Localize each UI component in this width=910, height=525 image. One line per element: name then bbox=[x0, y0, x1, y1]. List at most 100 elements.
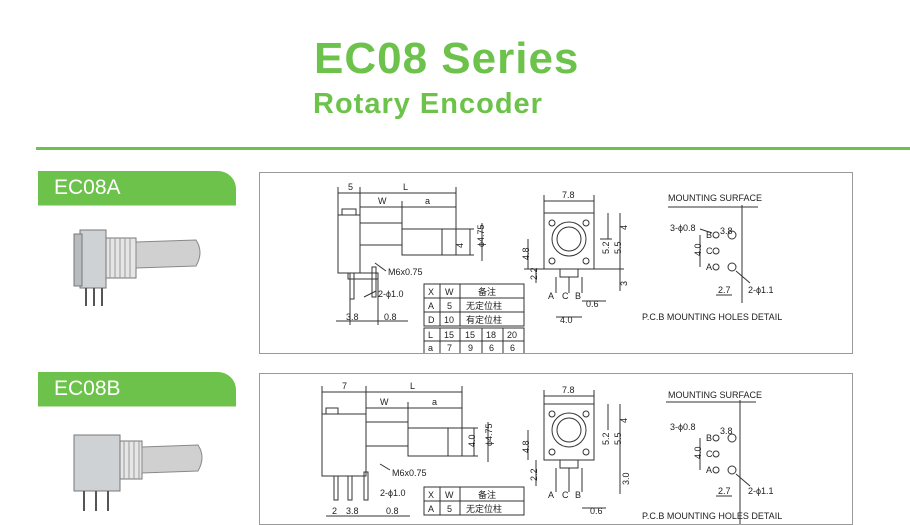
holes-3-label: 3-ϕ0.8 bbox=[670, 223, 696, 233]
dim-a: a bbox=[425, 196, 430, 206]
section-divider bbox=[38, 406, 236, 407]
dim-7-8: 7.8 bbox=[562, 190, 575, 200]
dim-2-7: 2.7 bbox=[718, 486, 731, 496]
pin-C: C bbox=[562, 490, 569, 500]
header-divider bbox=[36, 147, 910, 150]
table-cell: 15 bbox=[465, 330, 475, 340]
holes-2-label: 2-ϕ1.1 bbox=[748, 285, 774, 295]
section-tab-ec08b: EC08B bbox=[38, 372, 236, 406]
dim-0-8: 0.8 bbox=[384, 312, 397, 322]
hole-A: A bbox=[706, 262, 712, 272]
table-cell: A bbox=[428, 301, 434, 311]
dimension-table-a: X W 备注 A 5 无定位柱 D 10 有定位柱 L 15 15 18 20 … bbox=[423, 283, 525, 353]
dim-5-2: 5.2 bbox=[601, 241, 611, 254]
table-cell: 6 bbox=[510, 343, 515, 353]
table-cell: L bbox=[428, 330, 433, 340]
drawing-panel-b: 7 L W a 4.0 ϕ4.75 M6x0.75 2-ϕ1.0 2 3.8 0… bbox=[259, 373, 853, 525]
dim-2: 2 bbox=[332, 506, 337, 516]
pin-B: B bbox=[575, 291, 581, 301]
table-cell: 10 bbox=[444, 315, 454, 325]
dim-4: 4 bbox=[455, 243, 465, 248]
dim-phi: ϕ4.75 bbox=[476, 224, 486, 247]
table-cell: 无定位柱 bbox=[466, 503, 502, 514]
dim-5: 5 bbox=[348, 182, 353, 192]
dim-2-7: 2.7 bbox=[718, 285, 731, 295]
table-cell: 有定位柱 bbox=[466, 314, 502, 325]
encoder-photo-b bbox=[73, 434, 203, 511]
table-cell: X bbox=[428, 287, 434, 297]
dim-L: L bbox=[403, 182, 408, 192]
dim-a: a bbox=[432, 397, 437, 407]
dim-3: 3 bbox=[619, 281, 629, 286]
dim-4-0: 4.0 bbox=[693, 446, 703, 459]
dim-W: W bbox=[378, 196, 387, 206]
dim-4-0: 4.0 bbox=[467, 434, 477, 447]
mounting-surface-label: MOUNTING SURFACE bbox=[668, 193, 762, 203]
table-cell: 20 bbox=[507, 330, 517, 340]
dim-5-5: 5.5 bbox=[613, 241, 623, 254]
hole-B: B bbox=[706, 433, 712, 443]
table-cell: W bbox=[445, 490, 454, 500]
pcb-detail-caption: P.C.B MOUNTING HOLES DETAIL bbox=[642, 312, 782, 322]
table-cell: 备注 bbox=[478, 489, 496, 500]
dim-3-0: 3.0 bbox=[621, 472, 631, 485]
page-title: EC08 Series bbox=[314, 34, 580, 83]
section-divider bbox=[38, 205, 236, 206]
dim-4-0: 4.0 bbox=[560, 315, 573, 325]
table-cell: 5 bbox=[447, 301, 452, 311]
pin-B: B bbox=[575, 490, 581, 500]
mounting-surface-label: MOUNTING SURFACE bbox=[668, 390, 762, 400]
dim-4: 4 bbox=[619, 225, 629, 230]
pin-A: A bbox=[548, 291, 554, 301]
hole-A: A bbox=[706, 465, 712, 475]
dim-0-8: 0.8 bbox=[386, 506, 399, 516]
table-cell: 18 bbox=[486, 330, 496, 340]
table-cell: 15 bbox=[444, 330, 454, 340]
hole-C: C bbox=[706, 449, 713, 459]
table-cell: 备注 bbox=[478, 286, 496, 297]
dim-2-2: 2.2 bbox=[529, 267, 539, 280]
dim-7: 7 bbox=[342, 381, 347, 391]
dim-0-6: 0.6 bbox=[586, 299, 599, 309]
table-cell: a bbox=[428, 343, 433, 353]
dim-7-8: 7.8 bbox=[562, 385, 575, 395]
table-cell: 5 bbox=[447, 504, 452, 514]
table-cell: X bbox=[428, 490, 434, 500]
dim-2-2: 2.2 bbox=[529, 468, 539, 481]
dim-4-8: 4.8 bbox=[521, 440, 531, 453]
thread-label: M6x0.75 bbox=[388, 267, 423, 277]
dim-5-2: 5.2 bbox=[601, 432, 611, 445]
dim-4-0: 4.0 bbox=[693, 243, 703, 256]
technical-drawing-a: 5 L W a 4 ϕ4.75 M6x0.75 2-ϕ1.0 3.8 0.8 X… bbox=[336, 182, 782, 353]
table-cell: W bbox=[445, 287, 454, 297]
table-cell: 无定位柱 bbox=[466, 300, 502, 311]
drawing-panel-a: 5 L W a 4 ϕ4.75 M6x0.75 2-ϕ1.0 3.8 0.8 X… bbox=[259, 172, 853, 354]
dim-3-8: 3.8 bbox=[720, 426, 733, 436]
pin-A: A bbox=[548, 490, 554, 500]
dim-W: W bbox=[380, 397, 389, 407]
pin-label: 2-ϕ1.0 bbox=[378, 289, 404, 299]
hole-C: C bbox=[706, 246, 713, 256]
dim-4: 4 bbox=[619, 418, 629, 423]
table-cell: D bbox=[428, 315, 435, 325]
dim-phi: ϕ4.75 bbox=[484, 423, 494, 446]
dim-3-8: 3.8 bbox=[720, 226, 733, 236]
table-cell: A bbox=[428, 504, 434, 514]
section-tab-ec08a: EC08A bbox=[38, 171, 236, 205]
pin-C: C bbox=[562, 291, 569, 301]
dim-3-8: 3.8 bbox=[346, 506, 359, 516]
thread-label: M6x0.75 bbox=[392, 468, 427, 478]
hole-B: B bbox=[706, 230, 712, 240]
technical-drawing-b: 7 L W a 4.0 ϕ4.75 M6x0.75 2-ϕ1.0 2 3.8 0… bbox=[321, 381, 782, 524]
encoder-photo-a bbox=[73, 229, 201, 306]
table-cell: 7 bbox=[447, 343, 452, 353]
dimension-table-b: X W 备注 A 5 无定位柱 bbox=[423, 486, 525, 516]
dim-3-8: 3.8 bbox=[346, 312, 359, 322]
dim-0-6: 0.6 bbox=[590, 506, 603, 516]
dim-5-5: 5.5 bbox=[613, 432, 623, 445]
holes-3-label: 3-ϕ0.8 bbox=[670, 422, 696, 432]
page-subtitle: Rotary Encoder bbox=[313, 88, 543, 120]
table-cell: 6 bbox=[489, 343, 494, 353]
table-cell: 9 bbox=[468, 343, 473, 353]
holes-2-label: 2-ϕ1.1 bbox=[748, 486, 774, 496]
